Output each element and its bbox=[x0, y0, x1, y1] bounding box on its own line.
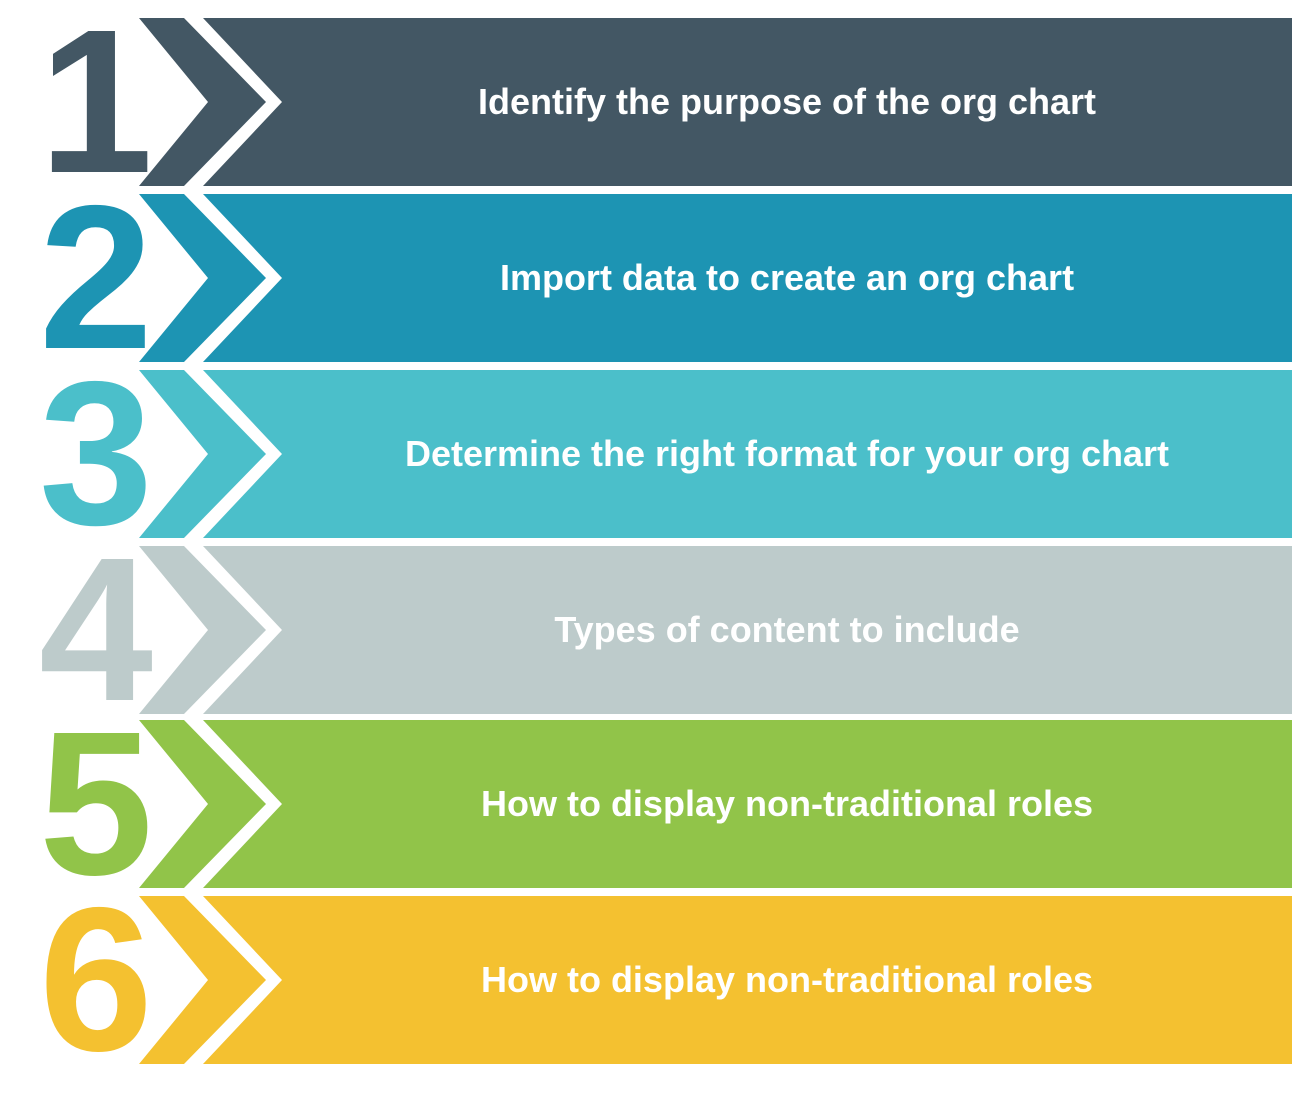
step-6-band bbox=[203, 896, 1292, 1064]
step-1-banner-graphic bbox=[139, 18, 1292, 186]
step-6-number: 6 bbox=[38, 865, 153, 1094]
step-5-banner-graphic bbox=[139, 720, 1292, 888]
step-1: 1 Identify the purpose of the org chart bbox=[0, 0, 1306, 204]
step-4-number: 4 bbox=[38, 515, 153, 744]
step-3-label: Determine the right format for your org … bbox=[404, 433, 1170, 474]
step-5: 5 How to display non-traditional roles bbox=[0, 701, 1306, 906]
step-3-chevron bbox=[139, 370, 266, 538]
step-3-band bbox=[203, 370, 1292, 538]
step-3-number: 3 bbox=[38, 339, 153, 568]
step-1-chevron bbox=[139, 18, 266, 186]
step-4-chevron bbox=[139, 546, 266, 714]
step-6-chevron bbox=[139, 896, 266, 1064]
step-4-label: Types of content to include bbox=[554, 609, 1020, 650]
step-2-number: 2 bbox=[38, 163, 153, 392]
step-3: 3 Determine the right format for your or… bbox=[0, 351, 1306, 556]
step-6-banner-graphic bbox=[139, 896, 1292, 1064]
step-1-band bbox=[203, 18, 1292, 186]
step-5-chevron bbox=[139, 720, 266, 888]
step-4-banner-graphic bbox=[139, 546, 1292, 714]
step-2: 2 Import data to create an org chart bbox=[0, 175, 1306, 380]
step-1-label: Identify the purpose of the org chart bbox=[477, 81, 1097, 122]
step-4: 4 Types of content to include bbox=[0, 527, 1306, 732]
step-5-number: 5 bbox=[38, 689, 153, 918]
step-2-banner-graphic bbox=[139, 194, 1292, 362]
step-2-label: Import data to create an org chart bbox=[499, 257, 1075, 298]
step-1-number: 1 bbox=[38, 0, 153, 216]
step-5-band bbox=[203, 720, 1292, 888]
step-2-band bbox=[203, 194, 1292, 362]
step-2-chevron bbox=[139, 194, 266, 362]
step-6: 6 How to display non-traditional roles bbox=[0, 877, 1306, 1082]
step-4-band bbox=[203, 546, 1292, 714]
step-3-banner-graphic bbox=[139, 370, 1292, 538]
step-6-label: How to display non-traditional roles bbox=[480, 959, 1094, 1000]
step-5-label: How to display non-traditional roles bbox=[480, 783, 1094, 824]
